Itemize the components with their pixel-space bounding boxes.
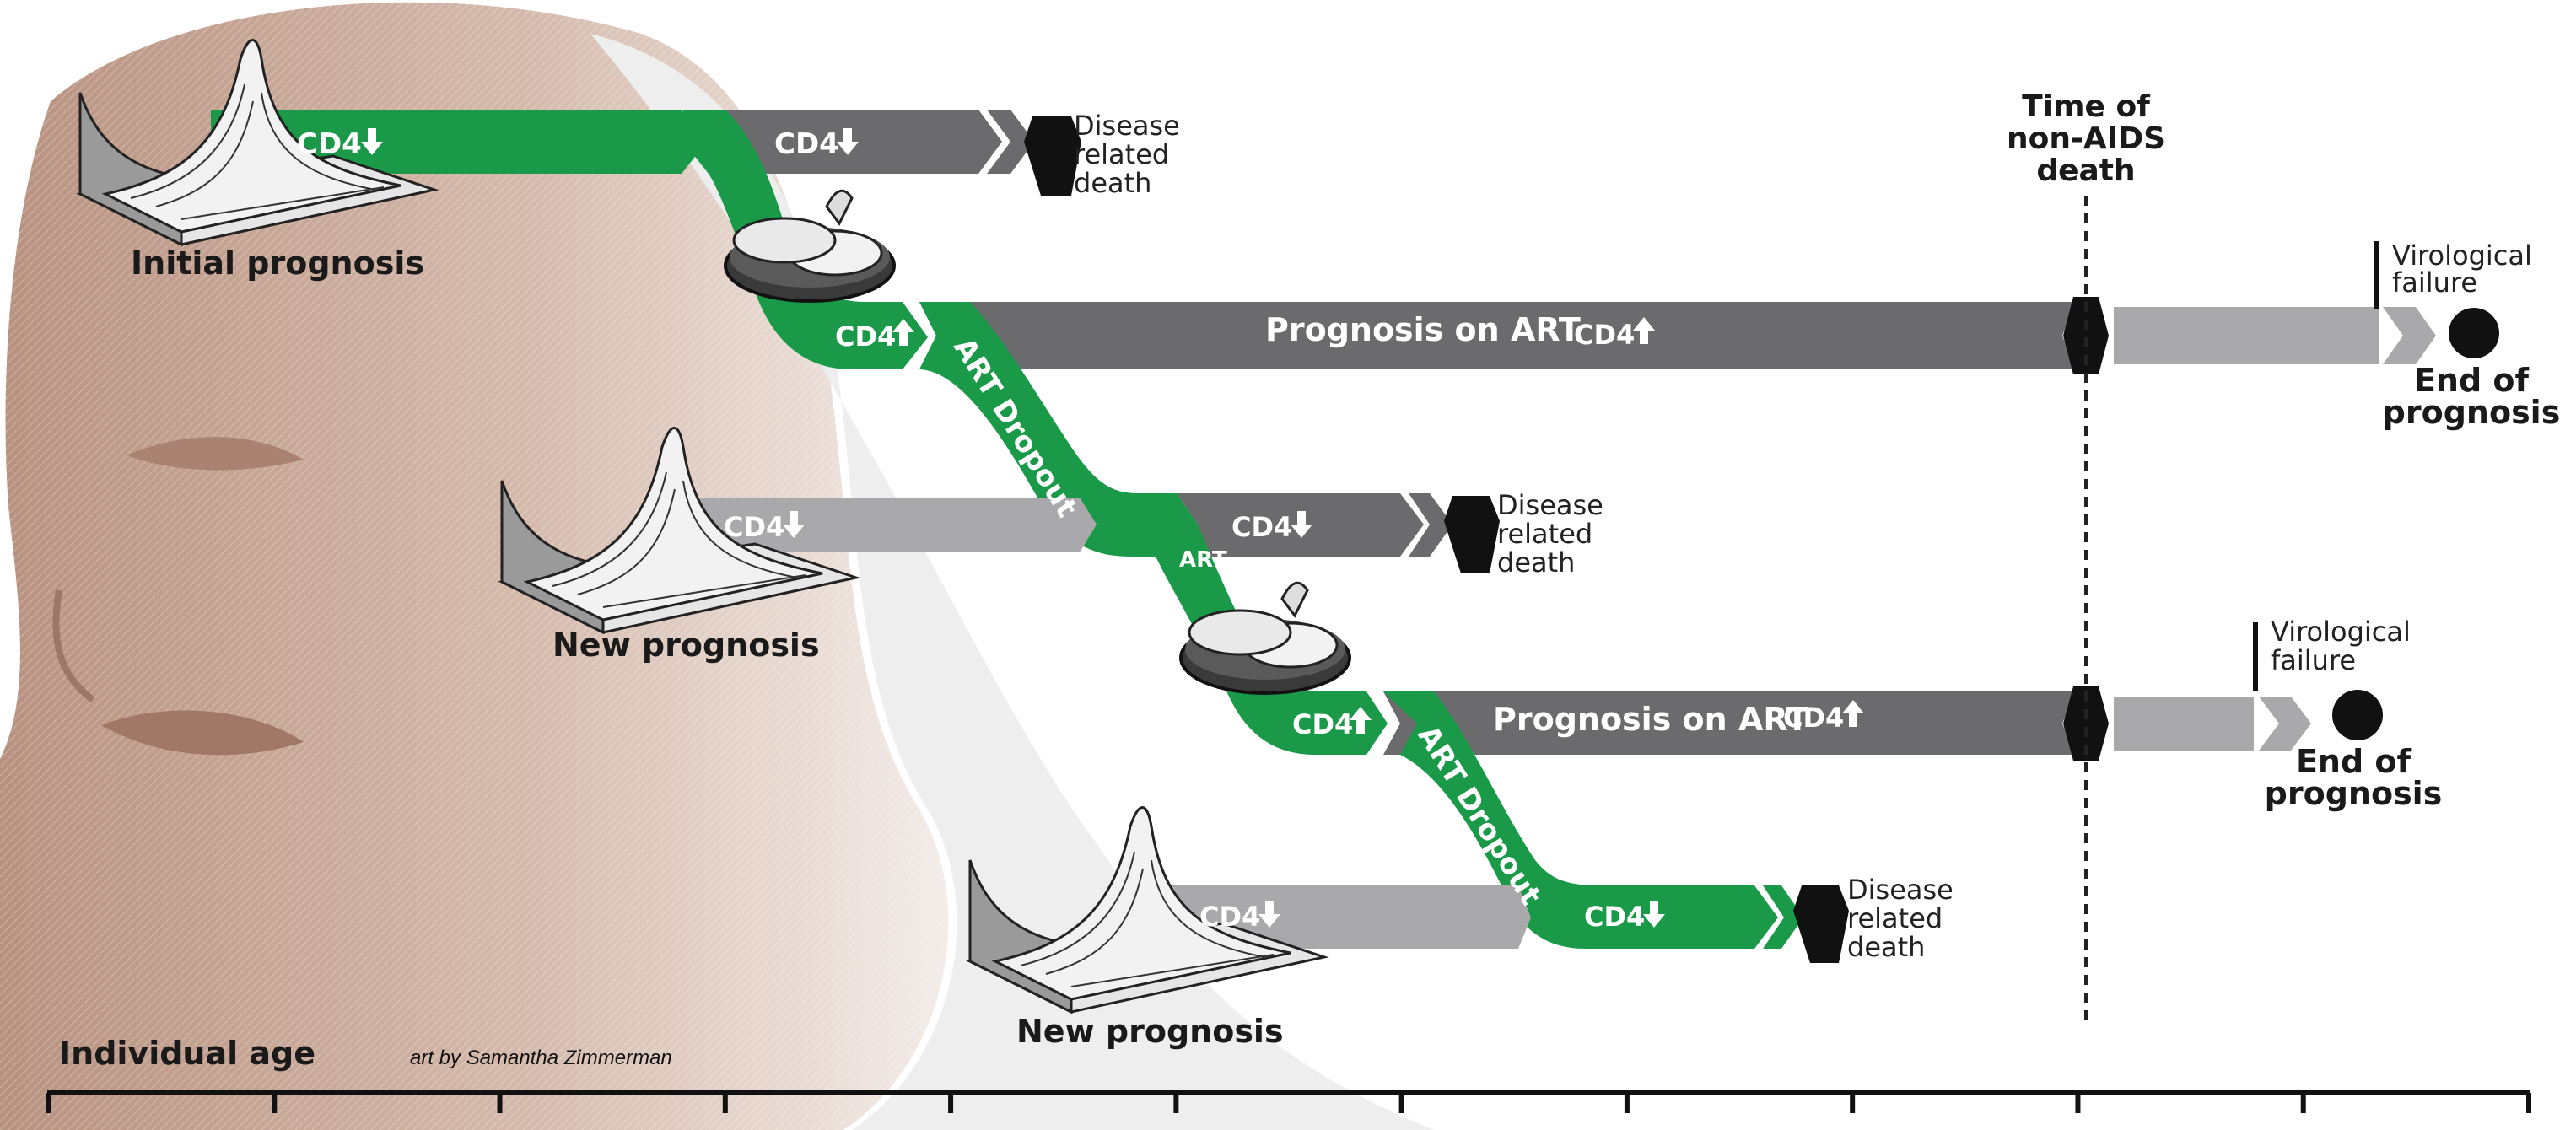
end-circle-icon bbox=[2332, 690, 2383, 740]
virological-failure-label: Virological failure bbox=[2392, 239, 2532, 299]
cd4-down-label: CD4 bbox=[1231, 511, 1312, 543]
coffin-icon bbox=[1793, 885, 1849, 963]
arrow-down-icon bbox=[1258, 901, 1280, 928]
svg-text:related: related bbox=[1074, 138, 1169, 170]
cd4-up-label: CD4 bbox=[1292, 707, 1372, 740]
cd4-up-label: CD4 bbox=[1574, 317, 1655, 351]
virological-failure-label: Virological failure bbox=[2271, 616, 2411, 676]
svg-text:related: related bbox=[1497, 518, 1592, 550]
svg-text:death: death bbox=[1074, 167, 1151, 199]
individual-age-label: Individual age bbox=[59, 1035, 315, 1072]
age-axis-ticks bbox=[46, 1093, 2531, 1113]
cd4-down-label: CD4 bbox=[1199, 901, 1280, 933]
end-of-prognosis-label: End of prognosis bbox=[2265, 743, 2443, 812]
pill-icon bbox=[1179, 581, 1351, 695]
arrow-up-icon bbox=[892, 319, 914, 346]
cd4-down-label: CD4 bbox=[1584, 901, 1665, 933]
svg-text:CD4: CD4 bbox=[835, 320, 896, 352]
svg-text:death: death bbox=[2036, 153, 2135, 188]
svg-text:Virological: Virological bbox=[2271, 616, 2411, 648]
svg-text:CD4: CD4 bbox=[1783, 702, 1844, 734]
end-of-prognosis-label: End of prognosis bbox=[2383, 362, 2561, 431]
disease-related-death-label: Disease related death bbox=[1497, 489, 1603, 578]
coffin-icon bbox=[2063, 297, 2109, 374]
new-prognosis-title: New prognosis bbox=[552, 627, 820, 664]
cd4-up-label: CD4 bbox=[835, 319, 914, 352]
svg-text:non-AIDS: non-AIDS bbox=[2007, 121, 2165, 156]
svg-text:End of: End of bbox=[2296, 743, 2412, 780]
end-circle-icon bbox=[2449, 308, 2499, 358]
svg-text:prognosis: prognosis bbox=[2265, 775, 2443, 812]
arrow-up-icon bbox=[1842, 700, 1864, 727]
coffin-icon bbox=[2063, 686, 2109, 761]
arrow-up-icon bbox=[1633, 317, 1655, 344]
arrow-down-icon bbox=[1643, 901, 1665, 928]
svg-text:Virological: Virological bbox=[2392, 239, 2532, 272]
art-label: ART bbox=[1179, 547, 1227, 573]
arrow-down-icon bbox=[837, 128, 859, 155]
svg-text:Disease: Disease bbox=[1497, 489, 1603, 521]
svg-text:failure: failure bbox=[2392, 266, 2477, 299]
svg-text:CD4: CD4 bbox=[297, 127, 362, 161]
artist-credit: art by Samantha Zimmerman bbox=[410, 1047, 672, 1069]
art-band-2 bbox=[1383, 691, 2075, 755]
pill-icon bbox=[724, 189, 896, 303]
density-surface-icon bbox=[966, 806, 1329, 1014]
svg-text:CD4: CD4 bbox=[1574, 319, 1635, 351]
svg-text:CD4: CD4 bbox=[774, 127, 839, 161]
disease-related-death-label: Disease related death bbox=[1847, 874, 1954, 963]
svg-text:Disease: Disease bbox=[1847, 874, 1954, 906]
svg-text:failure: failure bbox=[2271, 644, 2356, 676]
svg-text:CD4: CD4 bbox=[1199, 901, 1260, 933]
svg-text:CD4: CD4 bbox=[1584, 901, 1645, 933]
svg-text:End of: End of bbox=[2414, 362, 2530, 399]
svg-text:Time of: Time of bbox=[2022, 89, 2150, 124]
time-of-non-aids-death-label: Time of non-AIDS death bbox=[2007, 89, 2165, 188]
age-axis bbox=[46, 1090, 2531, 1113]
cd4-down-label: CD4 bbox=[774, 127, 859, 161]
svg-text:Disease: Disease bbox=[1074, 110, 1180, 142]
cd4-up-label: CD4 bbox=[1783, 700, 1864, 734]
art-dropout-band-2 bbox=[1383, 691, 1778, 949]
svg-text:CD4: CD4 bbox=[1292, 708, 1353, 740]
initial-prognosis-title: Initial prognosis bbox=[131, 245, 424, 282]
arrow-down-icon bbox=[361, 128, 383, 155]
new-prognosis-grey-band-2 bbox=[1164, 885, 1531, 949]
arrow-down-icon bbox=[1291, 511, 1312, 538]
coffin-icon bbox=[1444, 496, 1500, 573]
disease-related-death-label: Disease related death bbox=[1074, 110, 1180, 199]
arrow-up-icon bbox=[1350, 707, 1372, 734]
svg-text:death: death bbox=[1847, 931, 1925, 963]
art-dropout-band-1 bbox=[919, 302, 1198, 557]
initial-green-descent bbox=[683, 110, 928, 369]
cd4-down-label: CD4 bbox=[724, 511, 805, 543]
svg-text:CD4: CD4 bbox=[724, 511, 784, 543]
art-band-1 bbox=[919, 302, 2075, 369]
coffin-icon bbox=[1024, 116, 1081, 196]
prognosis-on-art-label: Prognosis on ART bbox=[1493, 701, 1808, 738]
density-surface-icon bbox=[76, 39, 439, 247]
arrow-down-icon bbox=[783, 511, 805, 538]
new-prognosis-title: New prognosis bbox=[1016, 1013, 1284, 1050]
svg-text:death: death bbox=[1497, 546, 1575, 578]
svg-text:related: related bbox=[1847, 902, 1943, 934]
density-surface-icon bbox=[498, 427, 861, 635]
cd4-down-label: CD4 bbox=[297, 127, 383, 161]
svg-text:CD4: CD4 bbox=[1231, 511, 1292, 543]
art-green-descent-2 bbox=[1130, 493, 1388, 755]
prognosis-on-art-label: Prognosis on ART bbox=[1265, 311, 1581, 348]
svg-text:prognosis: prognosis bbox=[2383, 394, 2561, 431]
